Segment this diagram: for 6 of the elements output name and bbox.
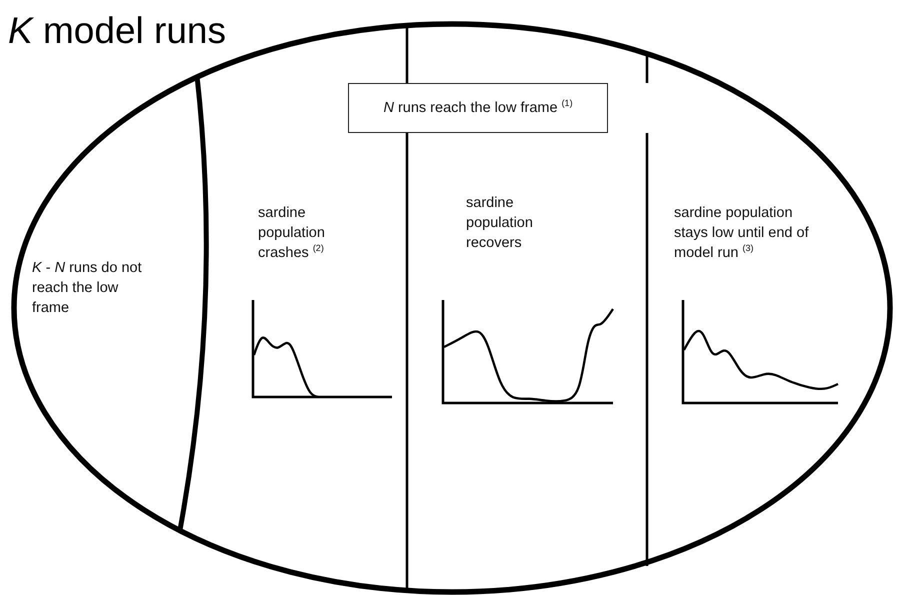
region-label: sardine population stays low until end of model run $^{(3)}$ [674,204,810,263]
region-label: K - N runs do not reach the low frame [32,259,143,318]
heading: K model runs [8,10,226,52]
region-label: sardine population crashes $^{(2)}$ [258,204,326,263]
label-box: N runs reach the low frame $^{(1)}$ [348,83,608,133]
region-label: sardine population recovers [466,194,534,253]
